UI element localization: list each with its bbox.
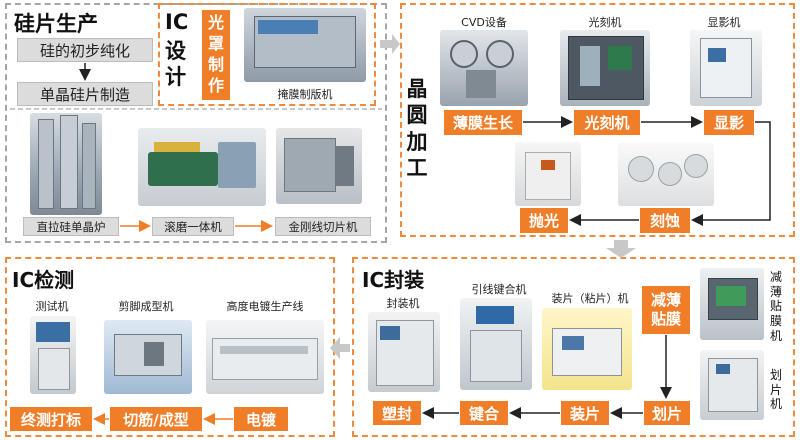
wafer-processing-title: 晶圆加工 xyxy=(406,77,428,180)
die-bonder-image xyxy=(542,308,632,390)
label-tester: 测试机 xyxy=(35,300,69,313)
label-czochralski-furnace: 直拉硅单晶炉 xyxy=(23,217,119,236)
thinning-machine-image xyxy=(700,268,764,340)
label-lithography-top: 光刻机 xyxy=(588,16,622,29)
polishing-machine-image xyxy=(515,142,581,206)
wafer-production-title: 硅片生产 xyxy=(14,12,98,36)
czochralski-furnace-image xyxy=(30,113,102,215)
step-polishing: 抛光 xyxy=(520,208,568,233)
step-thinning-taping: 减薄贴膜 xyxy=(642,286,690,334)
label-die-bonder: 装片（粘片）机 xyxy=(551,292,629,305)
step-lithography: 光刻机 xyxy=(574,110,640,135)
ic-design-panel xyxy=(158,3,376,106)
ic-design-title-1: IC xyxy=(165,10,189,34)
wire-bonder-image xyxy=(460,298,532,390)
diamond-wire-saw-image xyxy=(276,128,362,204)
label-packaging-machine: 封装机 xyxy=(386,297,420,310)
dicing-saw-image xyxy=(700,350,764,420)
step-molding: 塑封 xyxy=(373,401,421,425)
label-thinning-machine: 减薄贴膜机 xyxy=(769,270,782,343)
step-thin-film-growth: 薄膜生长 xyxy=(444,110,522,135)
step-single-crystal-wafer: 单晶硅片制造 xyxy=(17,82,153,106)
step-etching: 刻蚀 xyxy=(640,208,690,233)
chevron-down xyxy=(606,240,636,258)
label-mask-writer: 掩膜制版机 xyxy=(277,88,333,101)
step-dicing: 划片 xyxy=(644,401,690,425)
label-developer: 显影机 xyxy=(707,16,741,29)
step-final-test-marking: 终测打标 xyxy=(10,407,92,431)
etching-machine-image xyxy=(618,142,714,206)
label-dicing-saw: 划片机 xyxy=(769,368,782,412)
label-plating-line: 高度电镀生产线 xyxy=(226,300,304,313)
label-cvd: CVD设备 xyxy=(461,16,507,29)
grinding-machine-image xyxy=(138,128,266,206)
ic-design-title-2: 设计 xyxy=(165,39,186,90)
ic-packaging-title: IC封装 xyxy=(362,268,425,292)
step-photomask-making: 光罩制作 xyxy=(202,10,230,100)
step-trim-form: 切筋/成型 xyxy=(110,407,202,431)
mask-writer-image xyxy=(244,8,366,82)
trim-form-machine-image xyxy=(104,320,192,394)
step-bonding: 键合 xyxy=(460,401,508,425)
label-grinding-machine: 滚磨一体机 xyxy=(152,217,234,236)
label-wire-bonder: 引线键合机 xyxy=(471,283,527,296)
lithography-machine-image xyxy=(560,30,650,106)
step-plating: 电镀 xyxy=(234,407,288,431)
developer-machine-image xyxy=(690,30,762,106)
cvd-equipment-image xyxy=(440,30,528,106)
ic-packaging-panel xyxy=(352,257,795,437)
packaging-machine-image xyxy=(368,312,440,392)
ic-testing-title: IC检测 xyxy=(12,268,75,292)
step-development: 显影 xyxy=(704,110,754,135)
label-trim-form-machine: 剪脚成型机 xyxy=(118,300,174,313)
tester-image xyxy=(30,316,76,394)
label-wire-saw: 金刚线切片机 xyxy=(275,217,371,236)
wafer-processing-panel xyxy=(400,3,795,237)
step-die-attach: 装片 xyxy=(561,401,609,425)
plating-line-image xyxy=(206,320,324,394)
step-silicon-purification: 硅的初步纯化 xyxy=(17,38,153,62)
